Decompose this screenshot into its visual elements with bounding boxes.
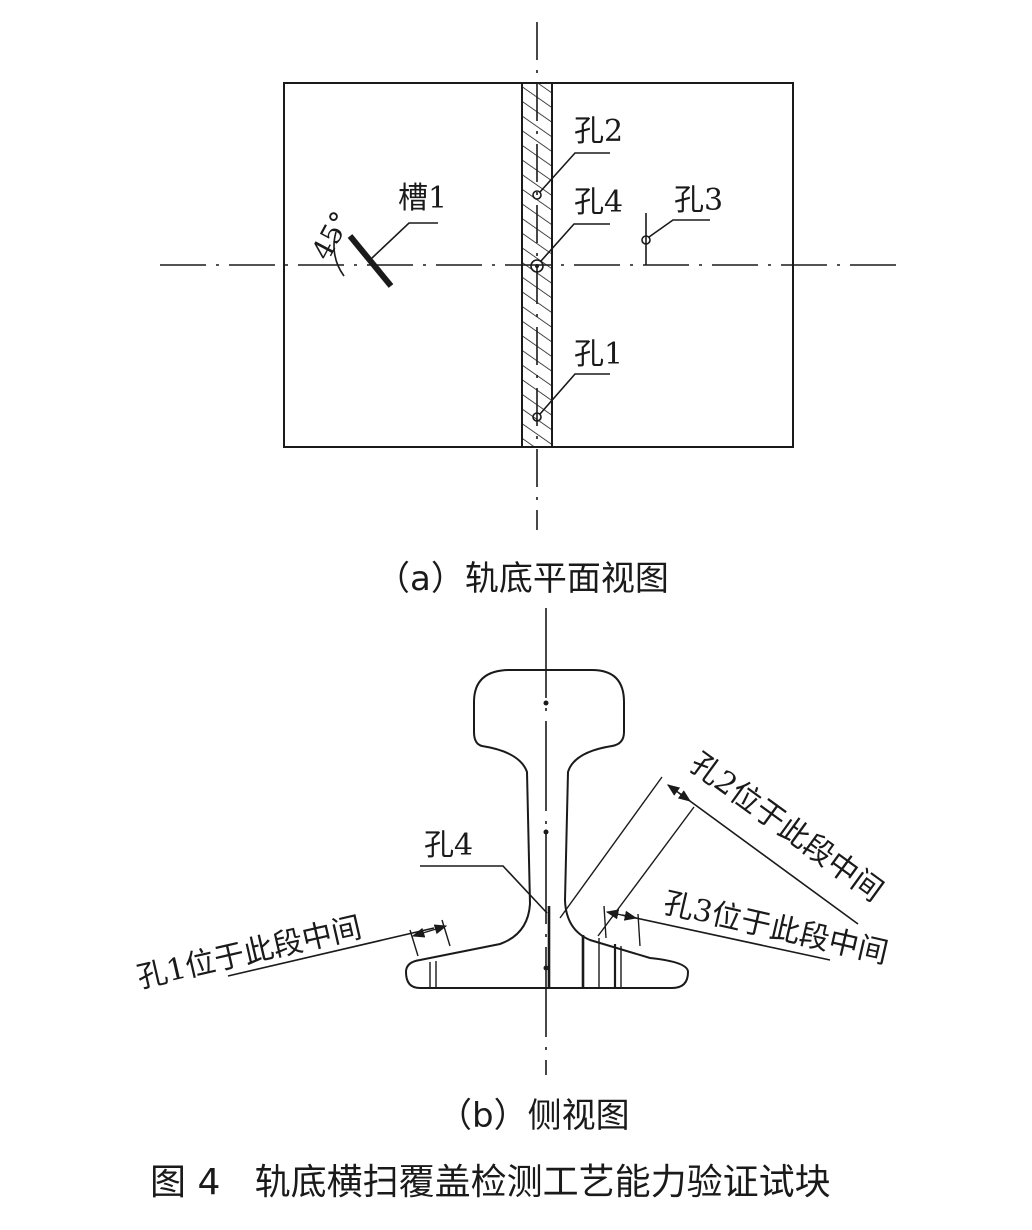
- hole-2-dim-ext-top: [559, 776, 663, 919]
- hole-4-center: [535, 264, 539, 268]
- hole-2-note-leader: [678, 792, 859, 925]
- rail-profile: [404, 669, 690, 989]
- hole-2-label: 孔2: [574, 114, 623, 149]
- figure-caption: 图 4 轨底横扫覆盖检测工艺能力验证试块: [150, 1162, 831, 1203]
- hole-4-leader: [540, 223, 610, 262]
- foot-center-dot: [543, 965, 549, 971]
- hole-4-label: 孔4: [574, 185, 623, 220]
- angle-arc: [333, 231, 345, 277]
- hole-1-note: 孔1位于此段中间: [134, 910, 365, 996]
- hole-1-label: 孔1: [574, 337, 623, 372]
- hole-1-note-leader: [227, 927, 435, 977]
- side-hole-4-label: 孔4: [424, 828, 473, 863]
- hole-1-marker: [532, 412, 542, 422]
- slot-1-label: 槽1: [398, 181, 447, 216]
- hole-3-dim-ext-left: [603, 905, 607, 939]
- hole-1-dim-arrow: [411, 924, 448, 938]
- web-center-dot: [543, 829, 549, 835]
- slot-1: [347, 234, 394, 288]
- plan-view-caption: （a）轨底平面视图: [376, 559, 669, 599]
- hole-2-leader: [539, 152, 610, 193]
- angle-label: 45°: [305, 206, 357, 265]
- side-view: 孔4 孔1位于此段中间 孔2位于此段中间 孔3位于此段中间 （b）侧视图: [134, 608, 891, 1136]
- hole-2-marker: [532, 190, 542, 200]
- plan-view: 45° 槽1 孔2 孔4 孔3 孔1 （a）轨底平面视图: [160, 22, 905, 599]
- hole-3-note-leader: [621, 914, 831, 961]
- hole-2-note: 孔2位于此段中间: [683, 746, 889, 909]
- head-center-dot: [543, 700, 549, 706]
- hole-4-marker: [530, 259, 544, 273]
- hole-1-dim-ext-right: [441, 919, 451, 947]
- hole-1-dim-ext-left: [409, 929, 419, 957]
- side-view-caption: （b）侧视图: [438, 1096, 630, 1136]
- side-hole-4-leader: [420, 865, 548, 914]
- hole-3-label: 孔3: [674, 183, 723, 218]
- hole-1-leader: [539, 373, 610, 415]
- slot-1-leader: [371, 222, 438, 259]
- hole-3-leader: [648, 219, 710, 238]
